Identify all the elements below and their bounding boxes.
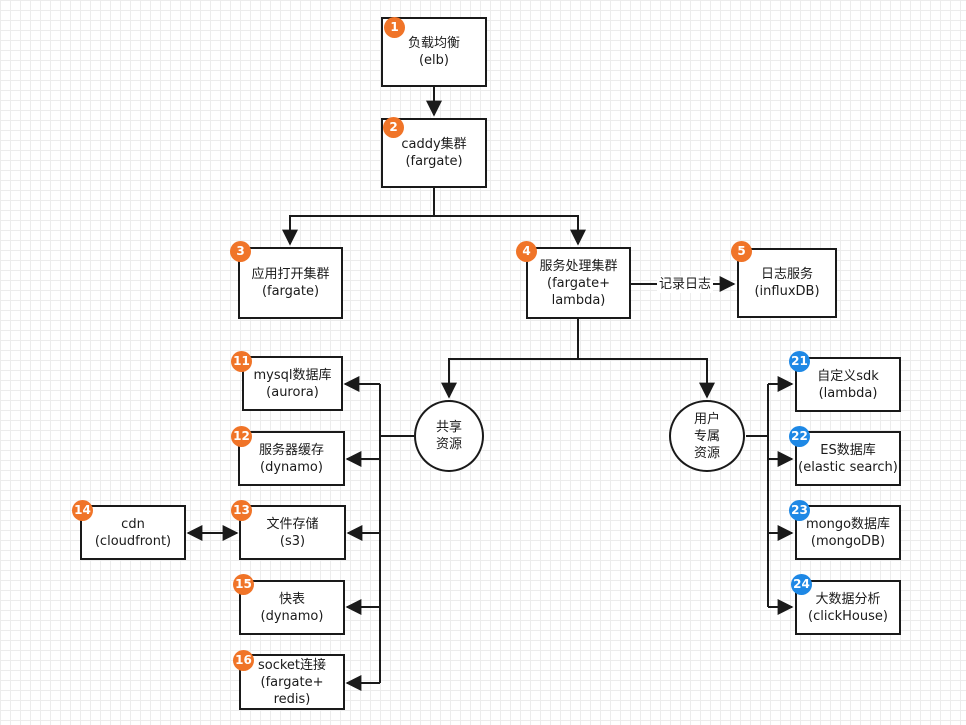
caddy-node[interactable]: caddy集群 (fargate) — [381, 118, 487, 188]
caddy-subtitle: (fargate) — [405, 154, 463, 169]
edge-caddy-service — [434, 215, 586, 246]
service-subtitle-2: lambda) — [551, 292, 606, 308]
bigdata-title: 大数据分析 — [815, 591, 881, 607]
app-open-node[interactable]: 应用打开集群 (fargate) — [238, 247, 343, 319]
service-node[interactable]: 服务处理集群 (fargate+ lambda) — [526, 247, 631, 319]
es-subtitle: (elastic search) — [798, 459, 898, 475]
mysql-badge: 11 — [231, 351, 252, 372]
edge-service-exclusive — [578, 358, 715, 399]
quick-subtitle: (dynamo) — [260, 608, 324, 624]
exclusive-node[interactable]: 用户 专属 资源 — [669, 400, 745, 472]
log-subtitle: (influxDB) — [754, 284, 820, 299]
es-badge: 22 — [789, 426, 810, 447]
shared-node[interactable]: 共享 资源 — [414, 400, 484, 472]
files-title: 文件存储 — [266, 516, 319, 532]
mongo-node[interactable]: mongo数据库 (mongoDB) — [795, 505, 901, 560]
sdk-title: 自定义sdk — [817, 368, 879, 384]
bigdata-node[interactable]: 大数据分析 (clickHouse) — [795, 580, 901, 635]
log-title: 日志服务 — [760, 267, 813, 282]
quick-badge: 15 — [233, 574, 254, 595]
socket-node[interactable]: socket连接 (fargate+ redis) — [239, 654, 345, 710]
mongo-badge: 23 — [789, 500, 810, 521]
files-node[interactable]: 文件存储 (s3) — [239, 505, 346, 560]
cache-badge: 12 — [231, 426, 252, 447]
edge-caddy-app-open — [282, 215, 434, 246]
cache-subtitle: (dynamo) — [260, 459, 323, 475]
cdn-badge: 14 — [72, 500, 93, 521]
socket-title: socket连接 — [257, 657, 327, 673]
caddy-badge: 2 — [383, 117, 404, 138]
app-open-badge: 3 — [230, 241, 251, 262]
socket-subtitle-2: redis) — [273, 691, 311, 707]
cdn-node[interactable]: cdn (cloudfront) — [80, 505, 186, 560]
socket-subtitle: (fargate+ — [260, 674, 324, 690]
elb-node[interactable]: 负载均衡 (elb) — [381, 17, 487, 87]
mongo-title: mongo数据库 — [805, 516, 891, 532]
bigdata-subtitle: (clickHouse) — [808, 608, 888, 624]
app-open-subtitle: (fargate) — [261, 284, 320, 299]
log-node[interactable]: 日志服务 (influxDB) — [737, 248, 837, 318]
log-badge: 5 — [731, 241, 752, 262]
bigdata-badge: 24 — [791, 574, 812, 595]
service-title: 服务处理集群 — [539, 258, 618, 274]
socket-badge: 16 — [233, 650, 254, 671]
exclusive-title: 用户 — [693, 411, 720, 427]
cache-title: 服务器缓存 — [258, 442, 324, 458]
sdk-subtitle: (lambda) — [818, 385, 878, 401]
sdk-badge: 21 — [789, 351, 810, 372]
service-badge: 4 — [516, 241, 537, 262]
edge-label-log: 记录日志 — [657, 276, 714, 293]
cdn-subtitle: (cloudfront) — [94, 533, 172, 549]
elb-badge: 1 — [384, 17, 405, 38]
es-title: ES数据库 — [820, 442, 876, 458]
exclusive-subtitle-2: 资源 — [693, 445, 720, 461]
service-subtitle: (fargate+ — [547, 275, 610, 291]
caddy-title: caddy集群 — [401, 137, 467, 152]
shared-subtitle: 资源 — [435, 437, 462, 452]
cache-node[interactable]: 服务器缓存 (dynamo) — [238, 431, 345, 486]
sdk-node[interactable]: 自定义sdk (lambda) — [795, 357, 901, 412]
elb-title: 负载均衡 — [407, 36, 460, 51]
files-badge: 13 — [231, 500, 252, 521]
shared-title: 共享 — [435, 420, 462, 435]
files-subtitle: (s3) — [279, 533, 306, 549]
app-open-title: 应用打开集群 — [251, 267, 330, 282]
mysql-node[interactable]: mysql数据库 (aurora) — [242, 356, 343, 411]
mysql-subtitle: (aurora) — [266, 384, 319, 400]
mongo-subtitle: (mongoDB) — [810, 533, 886, 549]
quick-node[interactable]: 快表 (dynamo) — [239, 580, 345, 635]
edge-service-shared — [441, 358, 578, 399]
cdn-title: cdn — [121, 516, 145, 532]
elb-subtitle: (elb) — [418, 53, 449, 68]
exclusive-subtitle: 专属 — [693, 428, 720, 444]
es-node[interactable]: ES数据库 (elastic search) — [795, 431, 901, 486]
quick-title: 快表 — [278, 591, 305, 607]
mysql-title: mysql数据库 — [253, 367, 332, 383]
